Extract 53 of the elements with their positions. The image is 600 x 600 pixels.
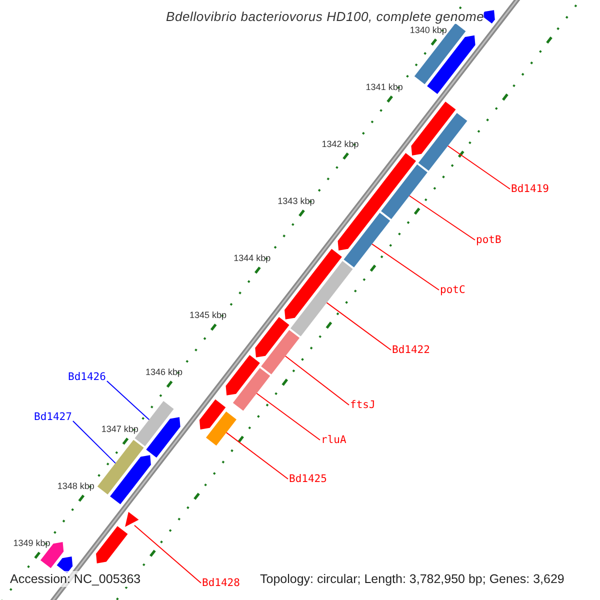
gene-label: Bd1427 [34,411,72,423]
gene-segment [232,368,270,411]
gene-label: potB [476,234,502,246]
gene-segment [261,330,300,374]
leader-line [134,524,202,584]
gene-label: Bd1425 [289,473,327,485]
gene-segment [411,102,456,156]
scale-label: 1346 kbp [145,367,183,378]
scale-label: 1347 kbp [101,424,138,434]
accession-text: Accession: NC_005363 [8,571,143,587]
gene-segment [290,261,353,336]
gene-label: potC [440,284,466,296]
scale-label: 1343 kbp [278,196,315,206]
gene-segment [226,355,260,396]
leader-line [326,302,392,350]
gene-segment [381,164,428,220]
gene-segment [482,10,495,24]
genome-info-text: Topology: circular; Length: 3,782,950 bp; Genes: 3,629 [258,571,566,587]
gene-segment [110,455,151,504]
gene-segment [284,248,342,320]
gene-segment [206,412,236,446]
leader-line [372,244,440,290]
gene-label: Bd1426 [68,371,106,383]
leader-line [284,356,350,406]
leader-line [256,392,320,440]
gene-label: Bd1422 [392,344,430,356]
gene-label: rluA [321,434,346,446]
gene-segment [56,556,73,574]
scale-label: 1342 kbp [322,139,359,150]
gene-label: Bd1428 [202,577,240,589]
scale-label: 1348 kbp [57,481,94,492]
gene-label: ftsJ [350,399,376,411]
gene-segment [418,112,468,171]
title: Bdellovibrio bacteriovorus HD100, complete genome [166,9,484,24]
leader-line [408,195,476,240]
gene-segment [96,526,128,564]
leader-line [106,380,150,420]
leader-line [72,420,116,464]
scale-label: 1344 kbp [234,253,271,264]
gene-segment [427,35,476,94]
gene-segment [146,417,180,458]
scale-label: 1349 kbp [13,538,50,548]
scale-label: 1340 kbp [410,25,447,36]
gene-segment [125,512,139,527]
gene-segment [199,399,226,430]
gene-label: Bd1419 [511,183,549,195]
scale-label: 1341 kbp [366,82,403,92]
gene-segment [344,212,390,268]
gene-segment [97,440,144,495]
gene-segment [255,317,290,358]
leader-line [447,145,510,190]
scale-label: 1345 kbp [190,310,227,320]
gene-segment [338,153,416,250]
